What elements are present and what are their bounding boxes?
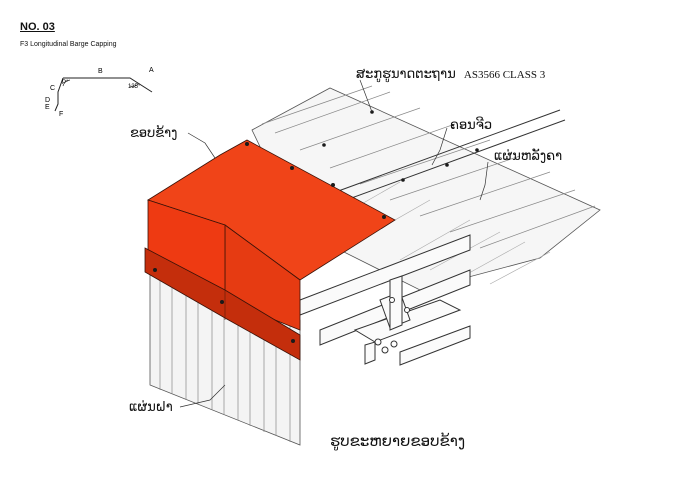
- drawing-subtitle: F3 Longitudinal Barge Capping: [20, 41, 117, 48]
- profile-label-d: D: [45, 97, 50, 104]
- profile-label-e: E: [45, 104, 50, 111]
- profile-label-a: A: [149, 67, 154, 74]
- profile-angle-left: P°: [62, 80, 69, 86]
- callout-purlin: ຄອນຈີວ: [450, 118, 493, 133]
- callout-standard-code: AS3566 CLASS 3: [463, 69, 546, 81]
- profile-label-c: C: [50, 85, 55, 92]
- callout-barge-capping: ຂອບຂ້າງ: [130, 126, 178, 141]
- leader-lines: [179, 79, 489, 408]
- profile-label-b: B: [98, 68, 103, 75]
- capping-profile-sketch: [54, 77, 153, 112]
- profile-angle-right: 135°: [128, 84, 141, 90]
- callout-roof-sheet: ແຜ່ນຫລັງຄາ: [494, 149, 563, 164]
- callout-standard-lao: ສະກູຮູນາດຕະຖານ: [356, 67, 456, 82]
- callout-standard: ສະກູຮູນາດຕະຖານ AS3566 CLASS 3: [356, 68, 545, 81]
- profile-label-f: F: [59, 111, 63, 118]
- barge-capping: [144, 139, 396, 361]
- drawing-caption: ຮູບຂະຫຍາຍຂອບຂ້າງ: [330, 432, 466, 450]
- steel-beam: [353, 275, 471, 366]
- callout-wall-sheet: ແຜ່ນຝາ: [129, 400, 173, 415]
- roof-fixings: [322, 110, 479, 182]
- drawing-number: NO. 03: [20, 21, 55, 33]
